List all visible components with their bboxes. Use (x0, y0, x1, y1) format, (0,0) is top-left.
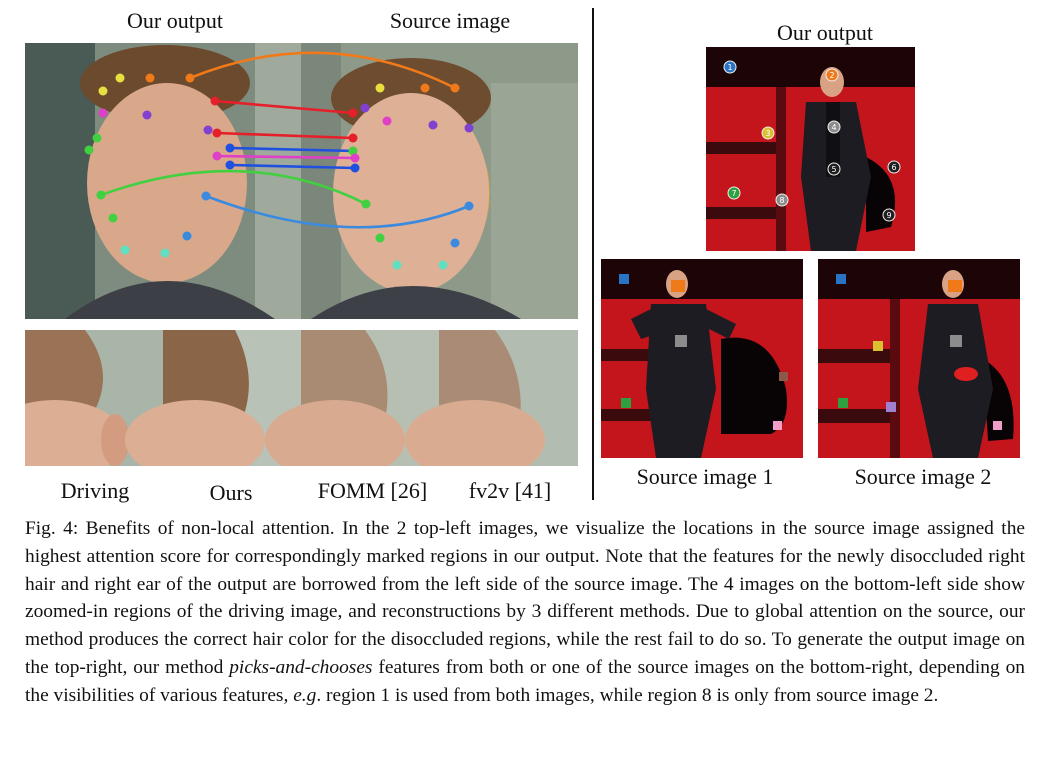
region-marker-label: 5 (831, 165, 836, 174)
attention-point-output (210, 96, 220, 106)
region-marker-label: 6 (891, 163, 896, 172)
region-marker-dot (882, 208, 896, 222)
attention-overlay (84, 51, 474, 270)
source-face-image (301, 43, 578, 319)
label-ours: Ours (209, 480, 253, 505)
region-marker-label: 9 (886, 211, 891, 220)
attention-point-output (225, 143, 235, 153)
region-marker-label: 7 (731, 189, 736, 198)
figure-divider (592, 8, 594, 500)
attention-point-output (145, 73, 155, 83)
caption-part-2: features from both or one of the source … (25, 656, 1025, 706)
label-source-image-2: Source image 2 (854, 464, 992, 489)
label-our-output-left: Our output (127, 8, 223, 33)
attention-point-source (348, 133, 358, 143)
attention-point-output (108, 213, 118, 223)
caption-italic-2: e.g (293, 684, 317, 706)
region-marker-label: 1 (727, 63, 732, 72)
label-fomm: FOMM [26] (317, 478, 428, 503)
attention-point-source (450, 238, 460, 248)
region-marker-dot (825, 68, 839, 82)
attention-point-output (182, 231, 192, 241)
attention-point-source (348, 108, 358, 118)
region-marker-dot (761, 126, 775, 140)
label-our-output-right: Our output (777, 20, 873, 45)
attention-point-source (350, 153, 360, 163)
right-output-markers: 1 2 3 4 5 6 7 8 9 (723, 60, 901, 222)
source-image-2-drawing (818, 270, 1020, 458)
attention-point-source (348, 146, 358, 156)
attention-points (84, 73, 474, 270)
our-output-face-image (25, 43, 301, 319)
source-face-drawing (301, 43, 578, 319)
zoom-strip (25, 330, 578, 466)
attention-line-magenta (216, 154, 356, 160)
attention-point-source (450, 83, 460, 93)
attention-line-blue-1 (229, 146, 356, 153)
attention-point-output (160, 248, 170, 258)
right-output-image: 1 2 3 4 5 6 7 8 9 (706, 47, 915, 251)
source-image-2 (818, 259, 1020, 458)
our-output-face-drawing (25, 43, 301, 319)
attention-point-source (420, 83, 430, 93)
attention-point-output (201, 191, 211, 201)
figure-caption: Fig. 4: Benefits of non-local attention.… (25, 515, 1025, 710)
attention-point-output (225, 160, 235, 170)
attention-point-source (350, 163, 360, 173)
label-fv2v: fv2v [41] (468, 478, 552, 503)
attention-line-blue-2 (229, 163, 356, 170)
region-marker-label: 3 (765, 129, 770, 138)
region-marker-dot (723, 60, 737, 74)
source-image-1-drawing (601, 270, 803, 458)
attention-line-red-1 (214, 99, 354, 115)
attention-point-output (84, 145, 94, 155)
source-image-1 (601, 259, 803, 458)
attention-line-green (100, 169, 367, 206)
attention-point-output (96, 190, 106, 200)
region-marker-dot (827, 162, 841, 176)
region-marker-dot (727, 186, 741, 200)
region-marker-dot (775, 193, 789, 207)
attention-point-output (98, 108, 108, 118)
attention-point-output (212, 128, 222, 138)
attention-point-source (382, 116, 392, 126)
attention-lines (100, 51, 470, 229)
attention-point-output (115, 73, 125, 83)
region-marker-dot (887, 160, 901, 174)
attention-point-source (360, 103, 370, 113)
attention-point-output (212, 151, 222, 161)
attention-point-source (464, 201, 474, 211)
caption-part-3: . region 1 is used from both images, whi… (316, 684, 939, 706)
region-marker-label: 4 (831, 123, 836, 132)
right-output-drawing (706, 67, 915, 251)
attention-point-output (203, 125, 213, 135)
attention-point-output (185, 73, 195, 83)
caption-part-1: Fig. 4: Benefits of non-local attention.… (25, 518, 1025, 678)
attention-line-red-2 (216, 131, 354, 140)
attention-point-output (142, 110, 152, 120)
attention-point-source (375, 233, 385, 243)
label-driving: Driving (60, 478, 130, 503)
attention-point-source (464, 123, 474, 133)
label-source-image-1: Source image 1 (636, 464, 774, 489)
attention-line-orange (189, 51, 456, 90)
attention-point-source (428, 120, 438, 130)
label-source-image-left: Source image (389, 8, 511, 33)
attention-point-source (438, 260, 448, 270)
attention-point-output (98, 86, 108, 96)
attention-point-output (92, 133, 102, 143)
attention-point-source (375, 83, 385, 93)
region-marker-label: 8 (779, 196, 784, 205)
attention-point-output (120, 245, 130, 255)
region-marker-label: 2 (829, 71, 834, 80)
attention-point-source (392, 260, 402, 270)
attention-line-sky (205, 194, 470, 229)
zoom-strip-drawing (25, 330, 578, 466)
attention-point-source (361, 199, 371, 209)
region-marker-dot (827, 120, 841, 134)
caption-italic-1: picks-and-chooses (229, 656, 373, 678)
